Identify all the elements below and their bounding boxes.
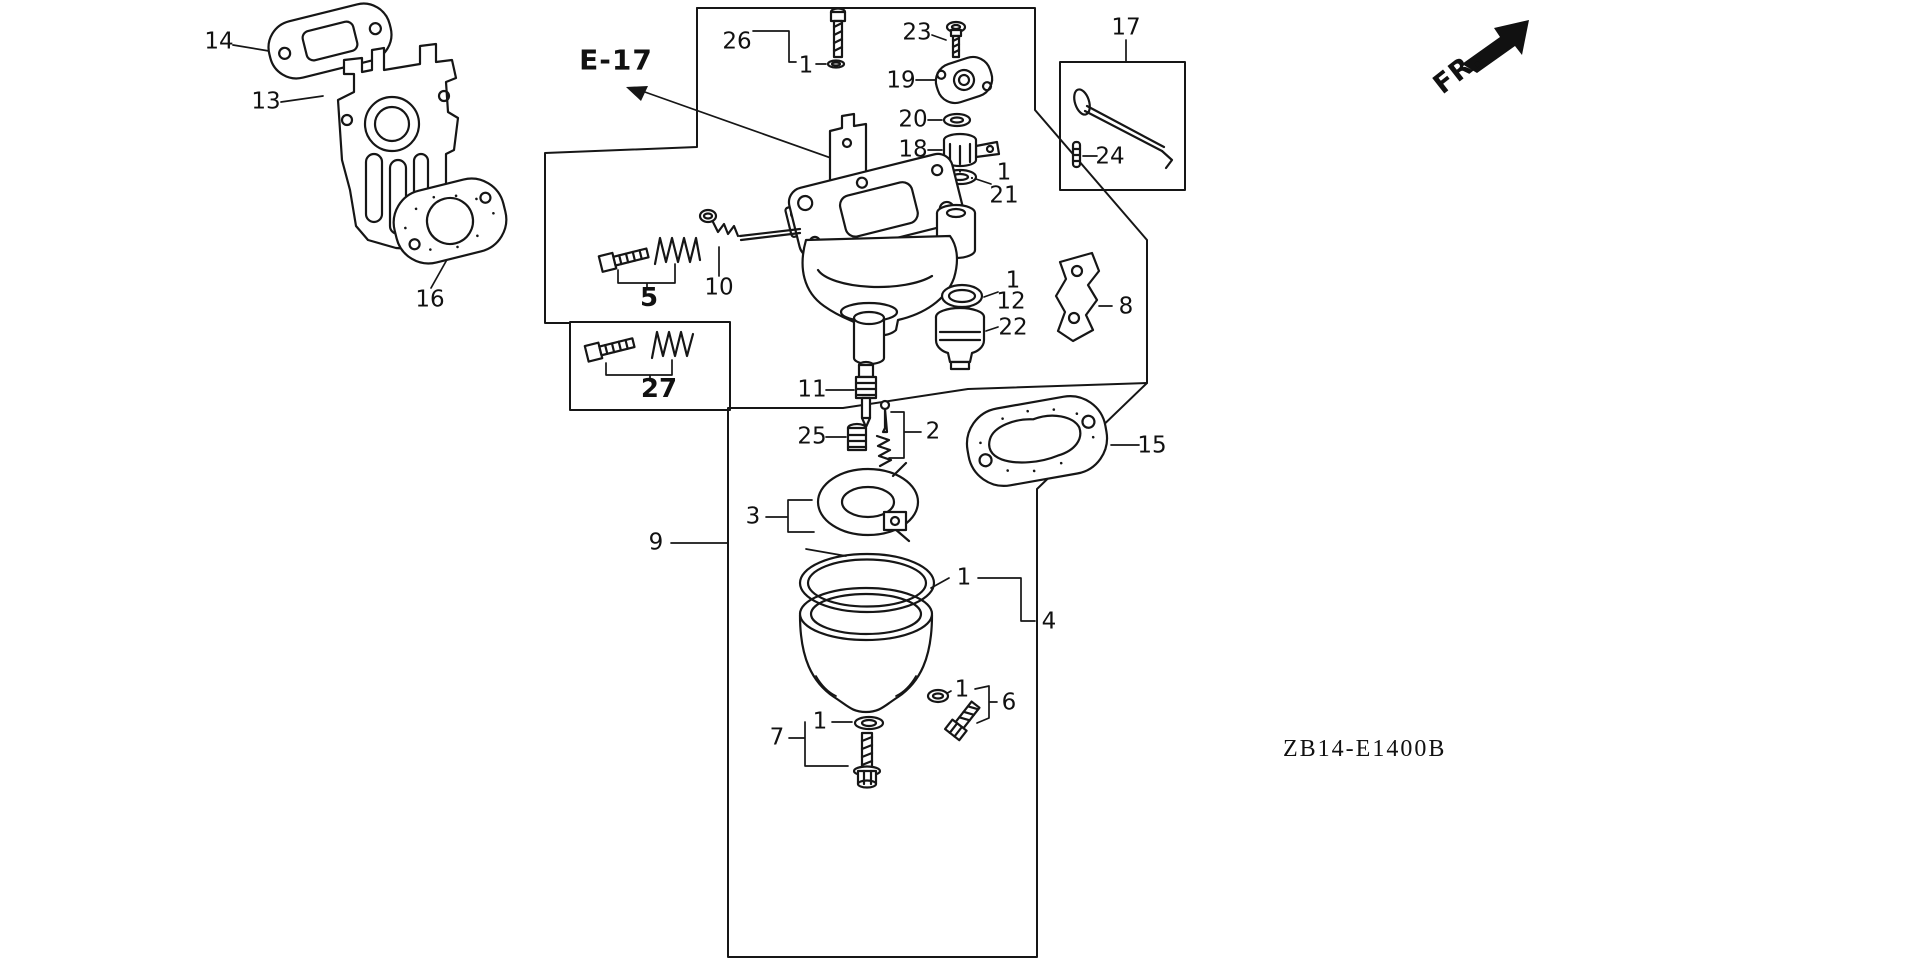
part-screw-set-5 [597,236,702,273]
callout-3: 3 [745,503,761,530]
section-ref-label: E-17 [579,43,653,77]
callout-19: 19 [886,67,916,94]
callout-18: 18 [898,136,928,163]
part-needle-jet-11 [854,360,878,429]
callout-13: 13 [251,88,281,115]
callout-4: 4 [1041,608,1057,635]
callout-25: 25 [797,423,827,450]
part-float-bowl-4 [798,586,934,714]
part-screw-set-27 [583,330,695,363]
callout-11: 11 [797,376,827,403]
part-cover-19 [934,55,994,105]
callout-20: 20 [898,106,928,133]
diagram-code: ZB14-E1400B [1283,736,1447,762]
callout-1-drain-washer: 1 [954,676,970,703]
assembly-boundary-lines [544,7,1186,958]
part-oring-bowl-1 [798,552,936,614]
part-gasket-16 [392,177,508,265]
callout-16: 16 [415,286,445,313]
callout-17: 17 [1111,14,1141,41]
callout-15: 15 [1137,432,1167,459]
callout-27: 27 [640,374,678,404]
part-choke-rod-17 [1073,88,1174,170]
callout-26: 26 [722,28,752,55]
part-bolt-7 [852,715,885,789]
callout-8: 8 [1118,293,1134,320]
callout-6: 6 [1001,689,1017,716]
part-drain-screw-6 [926,688,981,742]
part-washer-20 [942,112,972,128]
callout-23: 23 [902,19,932,46]
part-pin-24 [1071,140,1082,169]
front-direction-arrow [1462,20,1529,73]
callout-leader-lines [232,30,1140,767]
part-gasket-15 [965,395,1109,487]
callout-10: 10 [704,274,734,301]
part-valve-18 [942,132,1001,168]
callout-7: 7 [769,724,785,751]
callout-12: 12 [996,288,1026,315]
callout-1-bolt-washer: 1 [812,708,828,735]
part-screw-26 [826,7,847,69]
part-main-jet-25 [846,422,868,452]
callout-2: 2 [925,418,941,445]
part-float-3 [805,461,920,557]
part-screw-23 [945,20,967,59]
callout-14: 14 [204,28,234,55]
callout-22: 22 [998,314,1028,341]
part-oring-12 [940,283,984,309]
part-cup-22 [934,306,986,371]
callout-1-bowl-ring: 1 [956,564,972,591]
callout-9: 9 [648,529,664,556]
callout-24: 24 [1095,143,1125,170]
callout-1-gasket-21: 1 [996,159,1012,186]
callout-1-screw-26-washer: 1 [798,52,814,79]
callout-1-oring-12: 1 [1005,267,1021,294]
part-pilot-screw-10 [698,208,802,242]
part-lever-8 [1054,251,1101,343]
callout-5: 5 [639,283,659,313]
callout-21: 21 [989,182,1019,209]
part-carburetor-body [784,112,977,366]
part-float-valve-2 [875,399,893,468]
